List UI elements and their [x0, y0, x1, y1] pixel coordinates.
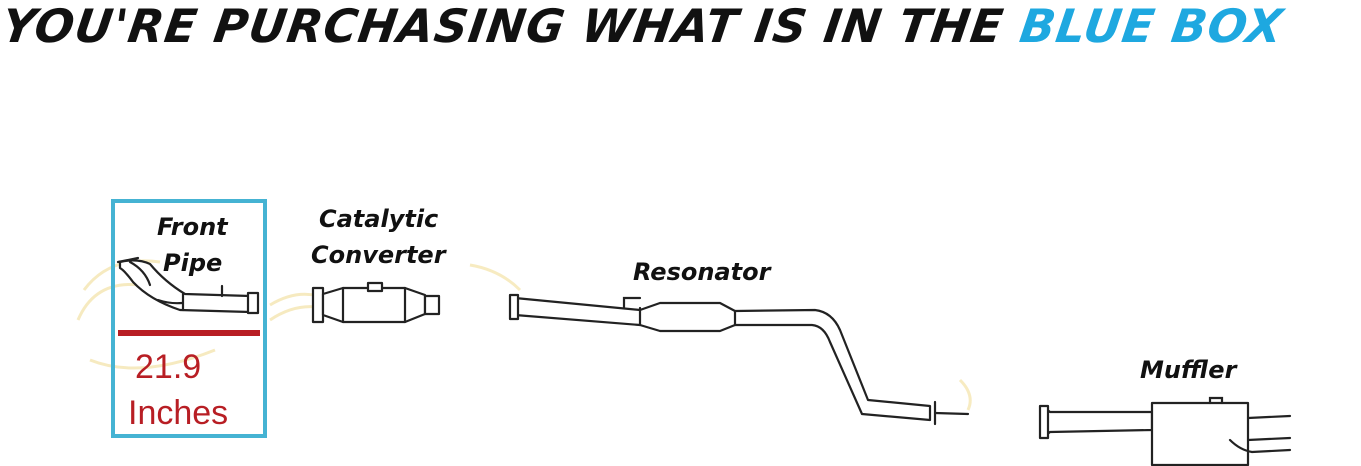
label-front-pipe-2: Pipe — [163, 249, 222, 277]
muffler-part — [1038, 396, 1292, 466]
label-resonator: Resonator — [633, 258, 773, 286]
measure-value: 21.9 — [135, 348, 201, 386]
blue-selection-box — [111, 199, 267, 438]
label-catalytic-2: Converter — [311, 241, 448, 269]
measure-unit: Inches — [128, 394, 228, 432]
resonator-part — [508, 293, 970, 426]
label-catalytic-1: Catalytic — [319, 205, 438, 233]
catalytic-converter-part — [311, 281, 441, 324]
label-front-pipe-1: Front — [157, 213, 229, 241]
label-muffler: Muffler — [1140, 356, 1239, 384]
watermark — [76, 259, 972, 411]
front-pipe-part — [116, 256, 260, 315]
